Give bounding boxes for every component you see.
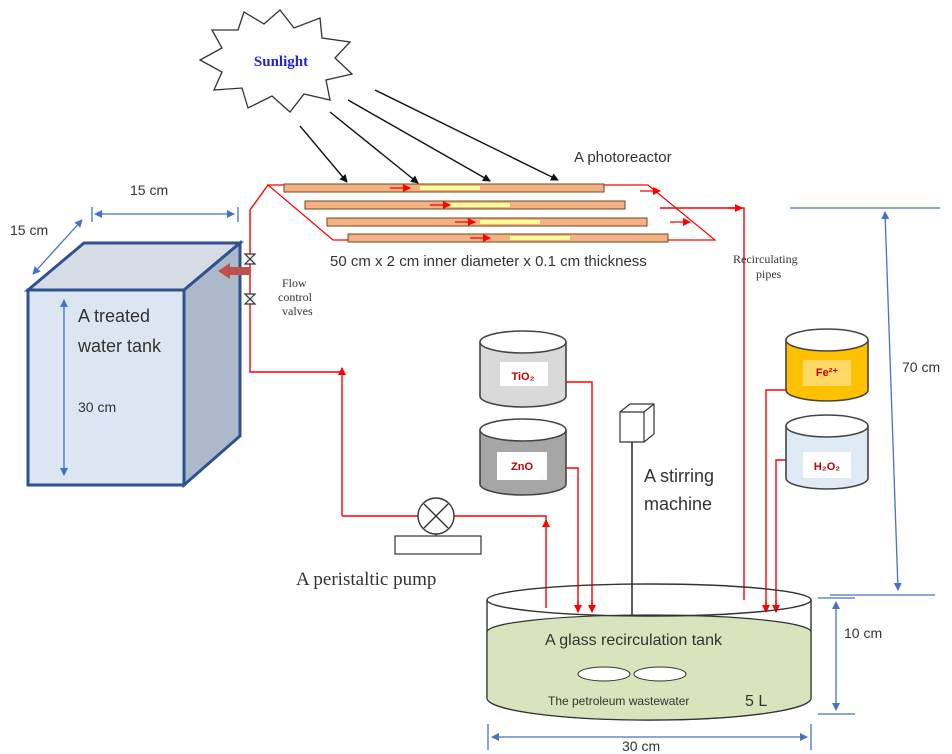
sun-icon xyxy=(198,9,354,113)
tank-dimensions xyxy=(32,207,239,476)
flow-valves-label: Flow xyxy=(282,276,307,290)
zno-label: ZnO xyxy=(511,461,533,473)
sunlight-label: Sunlight xyxy=(254,54,308,70)
treated-tank-label-2: water tank xyxy=(77,336,162,356)
feed-lines xyxy=(566,381,786,613)
sunlight-rays xyxy=(299,89,559,184)
glass-recirculation-tank xyxy=(486,583,812,721)
zno-container xyxy=(479,418,567,496)
reactor-tube xyxy=(326,217,648,227)
stirrer-label: A stirring xyxy=(644,466,714,486)
width-30-dimension xyxy=(487,724,812,750)
h2o2-container xyxy=(785,414,869,490)
glass-tank-label: A glass recirculation tank xyxy=(545,632,723,649)
treated-tank-label: A treated xyxy=(78,306,150,326)
flow-valves-label-2: control xyxy=(278,290,313,304)
tio2-container xyxy=(479,330,567,408)
recirculating-pipes-label: Recirculating xyxy=(733,252,798,266)
tank-height-label: 30 cm xyxy=(78,399,116,415)
height-70-label: 70 cm xyxy=(902,359,940,375)
volume-label: 5 L xyxy=(745,693,767,710)
fe-container xyxy=(785,328,869,402)
recirculating-pipes-label-2: pipes xyxy=(756,267,782,281)
reactor-tube xyxy=(347,233,669,243)
pump-icon xyxy=(417,497,455,535)
return-pipe xyxy=(249,184,346,516)
flow-control-valve-icon[interactable] xyxy=(243,253,257,305)
height-10-dimension xyxy=(818,597,855,715)
h2o2-label: H₂O₂ xyxy=(814,461,840,473)
photoreactor xyxy=(266,183,717,243)
reactor-tube xyxy=(304,200,626,210)
tube-spec-label: 50 cm x 2 cm inner diameter x 0.1 cm thi… xyxy=(330,253,647,270)
stirrer-label-2: machine xyxy=(644,494,712,514)
fe-label: Fe²⁺ xyxy=(816,367,839,379)
wastewater-label: The petroleum wastewater xyxy=(548,694,689,708)
tio2-label: TiO₂ xyxy=(511,371,534,383)
tank-width-label: 15 cm xyxy=(130,182,168,198)
inlet-arrow xyxy=(218,263,250,279)
pump-label: A peristaltic pump xyxy=(296,569,436,590)
recirculating-pipe xyxy=(660,204,745,600)
photoreactor-label: A photoreactor xyxy=(574,149,672,166)
width-30-label: 30 cm xyxy=(622,738,660,754)
peristaltic-pump xyxy=(342,515,550,608)
height-10-label: 10 cm xyxy=(844,625,882,641)
tank-depth-label: 15 cm xyxy=(10,222,48,238)
height-70-dimension xyxy=(790,207,940,596)
reactor-tube xyxy=(283,183,605,193)
flow-valves-label-3: valves xyxy=(282,304,313,318)
treated-water-tank xyxy=(23,239,245,489)
